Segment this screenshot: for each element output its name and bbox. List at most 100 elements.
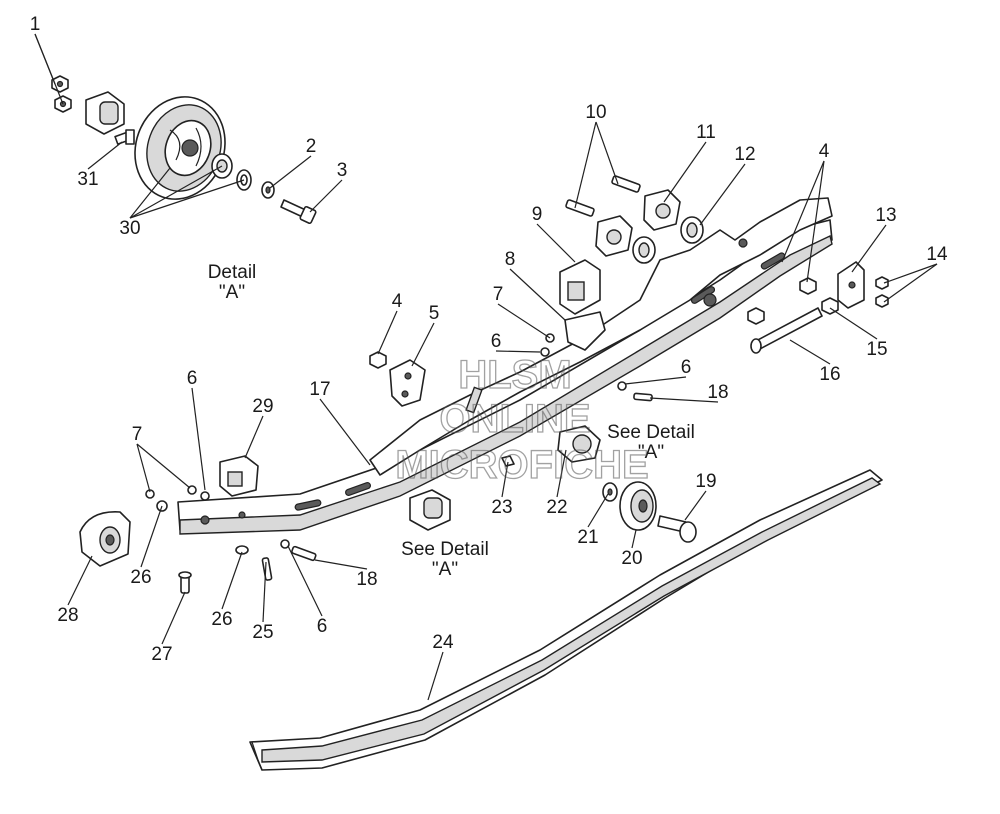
detail-a-title-line-2: "A"	[219, 282, 245, 303]
part-12-bushing-upper[interactable]	[680, 216, 704, 244]
part-27-bolt[interactable]	[178, 571, 192, 594]
see-detail-a-right-line-2: "A"	[638, 442, 664, 463]
callout-c29: 29	[252, 396, 273, 417]
callout-c21: 21	[577, 527, 598, 548]
leader-c5-0	[411, 322, 435, 367]
part-22-idler-housing[interactable]	[557, 425, 601, 463]
callout-c3: 3	[337, 160, 348, 181]
leader-c30-0	[129, 167, 171, 219]
part-5-bracket-plate[interactable]	[389, 359, 426, 407]
leader-c6b-0	[624, 376, 687, 385]
part-29-block[interactable]	[219, 455, 259, 497]
callout-c31: 31	[77, 169, 98, 190]
see-detail-a-right-line-1: See Detail	[607, 422, 695, 443]
leader-c14-1	[883, 263, 938, 303]
leader-c21-0	[587, 493, 609, 528]
part-20-wheel[interactable]	[619, 481, 657, 531]
leader-c8-0	[509, 268, 566, 321]
part-18-bolt-mid[interactable]	[633, 392, 653, 402]
rail-rear-nut[interactable]	[747, 307, 765, 325]
callout-c7a: 7	[493, 284, 504, 305]
leader-c7b-0	[136, 443, 151, 493]
callout-leader-lines	[34, 33, 938, 701]
part-2-washer[interactable]	[261, 181, 275, 199]
part-10-bolt-left[interactable]	[565, 199, 595, 217]
callout-c6c: 6	[187, 368, 198, 389]
callout-c26b: 26	[211, 609, 232, 630]
callout-c4a: 4	[819, 141, 830, 162]
leader-c1-1	[34, 33, 64, 105]
callout-c18a: 18	[707, 382, 728, 403]
leader-c22-0	[556, 449, 567, 498]
leader-c13-0	[851, 224, 887, 273]
part-13-rear-bracket[interactable]	[837, 261, 865, 309]
callout-c25: 25	[252, 622, 273, 643]
part-23-bolt[interactable]	[501, 455, 515, 467]
wheel-housing-bottom[interactable]	[409, 489, 451, 531]
wheel-bearing-housing[interactable]	[85, 91, 125, 135]
callout-c17: 17	[309, 379, 330, 400]
part-16-axle[interactable]	[750, 307, 823, 354]
leader-c6d-0	[287, 545, 323, 617]
part-6-nut-upper[interactable]	[540, 347, 550, 357]
part-14-bolt-lower[interactable]	[875, 294, 889, 308]
leader-c30-1	[129, 165, 223, 219]
part-31-bolt[interactable]	[114, 129, 135, 145]
callout-c9: 9	[532, 204, 543, 225]
part-18-bolt-lower[interactable]	[291, 545, 317, 562]
leader-c29-0	[244, 415, 264, 459]
part-12-bushing-lower[interactable]	[632, 236, 656, 264]
part-11-bushing-block-lower[interactable]	[595, 215, 633, 257]
callout-c2: 2	[306, 136, 317, 157]
part-26-washer-lower[interactable]	[235, 545, 249, 555]
watermark: HLSM ONLINE MICROFICHE	[395, 352, 650, 487]
leader-c12-0	[699, 163, 746, 226]
leader-c4a-0	[781, 160, 825, 263]
detail-a-title-line-1: Detail	[208, 262, 257, 283]
part-6-nut-front[interactable]	[200, 491, 210, 501]
watermark-line-1: HLSM	[458, 353, 571, 397]
part-6-nut-lower[interactable]	[280, 539, 290, 549]
callout-c7b: 7	[132, 424, 143, 445]
callout-c15: 15	[866, 339, 887, 360]
detail-a-assembly	[51, 75, 317, 225]
part-8-bracket[interactable]	[564, 311, 606, 351]
callout-c1: 1	[30, 14, 41, 35]
part-4-nut-rear[interactable]	[799, 277, 817, 295]
bushing-front-top[interactable]	[465, 386, 483, 414]
part-10-bolt-right[interactable]	[611, 175, 641, 193]
part-3-bolt[interactable]	[280, 199, 317, 225]
leader-c23-0	[501, 461, 509, 498]
see-detail-a-bottom-line-1: See Detail	[401, 539, 489, 560]
leader-c9-0	[536, 223, 576, 263]
part-19-axle-bolt[interactable]	[657, 515, 697, 543]
leader-c15-0	[829, 307, 878, 340]
part-4-nut-front[interactable]	[369, 351, 387, 369]
leader-c6a-0	[495, 350, 541, 353]
callout-c30: 30	[119, 218, 140, 239]
callout-c14: 14	[926, 244, 948, 265]
callout-c24: 24	[432, 632, 454, 653]
part-9-block[interactable]	[559, 259, 601, 315]
callout-c11: 11	[696, 122, 716, 143]
callout-c28: 28	[57, 605, 78, 626]
callout-c16: 16	[819, 364, 840, 385]
part-6-washer-mid[interactable]	[617, 381, 627, 391]
leader-c24-0	[427, 651, 444, 701]
leader-c17-0	[319, 398, 371, 466]
callout-c18b: 18	[356, 569, 377, 590]
callout-c22: 22	[546, 497, 567, 518]
leader-c18b-0	[314, 559, 368, 570]
part-14-bolt-upper[interactable]	[875, 276, 889, 290]
leader-c11-0	[663, 141, 707, 203]
idler-wheel[interactable]	[121, 84, 239, 212]
part-24-hyfax-slide[interactable]	[249, 469, 883, 771]
leader-c28-0	[67, 555, 93, 606]
part-28-front-bumper[interactable]	[79, 511, 131, 567]
part-11-bushing-block-upper[interactable]	[643, 189, 681, 231]
callout-c5: 5	[429, 303, 440, 324]
part-25-bolt[interactable]	[261, 557, 273, 581]
